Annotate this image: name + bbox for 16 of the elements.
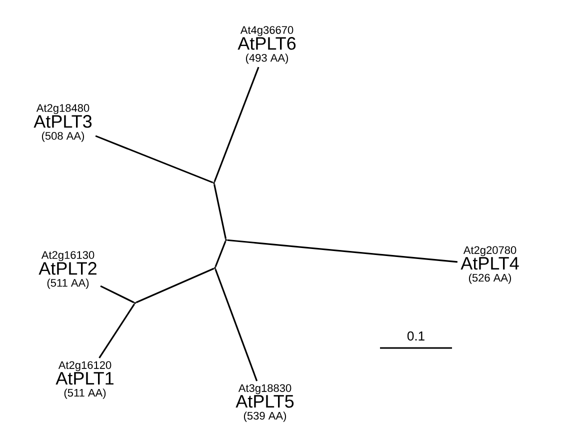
branch [214, 240, 226, 268]
branch [214, 66, 260, 182]
branch [136, 268, 214, 304]
branch [95, 135, 214, 184]
leaf-label: At2g16130 AtPLT2 (511 AA) [38, 251, 96, 289]
leaf-label: At2g16120 AtPLT1 (511 AA) [56, 361, 114, 399]
branch [213, 184, 227, 239]
leaf-label: At4g36670 AtPLT6 (493 AA) [238, 26, 296, 64]
branch [100, 285, 134, 304]
branch [98, 304, 136, 358]
branch [214, 268, 258, 382]
scale-label: 0.1 [407, 331, 424, 341]
leaf-label: At3g18830 AtPLT5 (539 AA) [236, 384, 294, 422]
leaf-label: At2g20780 AtPLT4 (526 AA) [460, 246, 519, 284]
branch [227, 239, 458, 263]
leaf-label: At2g18480 AtPLT3 (508 AA) [34, 104, 92, 142]
